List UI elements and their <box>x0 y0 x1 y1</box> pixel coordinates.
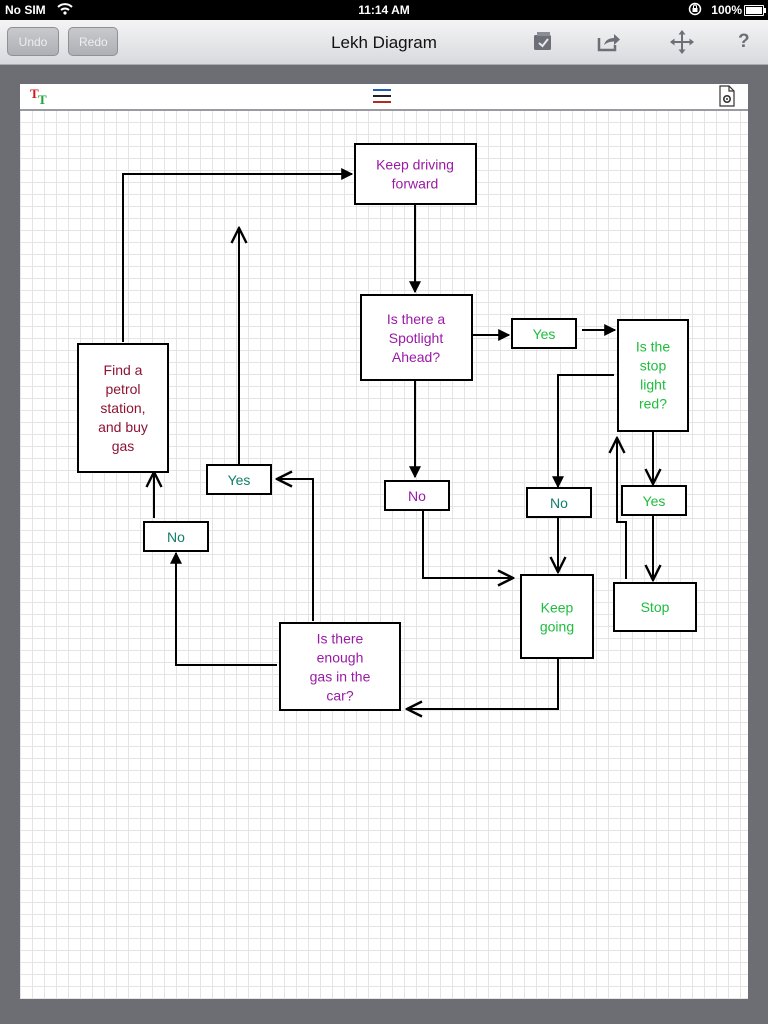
connectors <box>122 168 653 709</box>
connector-no-to-keep-going-2 <box>422 511 513 578</box>
node-box[interactable] <box>354 143 477 205</box>
node-box[interactable] <box>384 480 450 511</box>
node-box[interactable] <box>360 294 473 381</box>
node-label-yes-light: Yes <box>643 493 666 509</box>
connector-keep-going-to-gas <box>407 659 559 709</box>
carrier-label: No SIM <box>5 3 46 17</box>
wifi-icon <box>57 2 73 19</box>
undo-button[interactable]: Undo <box>7 27 59 56</box>
share-icon[interactable] <box>596 29 622 55</box>
rotation-lock-icon <box>688 2 702 19</box>
node-label-yes-spotlight: Yes <box>533 326 556 342</box>
text-style-icon[interactable]: T T <box>30 86 47 107</box>
connector-stop-to-stoplight <box>617 438 627 579</box>
node-label-no-gas: No <box>167 529 185 545</box>
node-box[interactable] <box>511 318 577 349</box>
node-box[interactable] <box>143 521 209 552</box>
node-box[interactable] <box>77 343 169 473</box>
move-icon[interactable] <box>669 29 695 55</box>
connector-stoplight-to-no <box>552 374 614 489</box>
page-title: Lekh Diagram <box>331 33 437 52</box>
battery-icon <box>744 5 766 16</box>
node-box[interactable] <box>613 582 697 632</box>
node-label-no-light: No <box>550 495 568 511</box>
library-icon[interactable] <box>530 29 556 55</box>
canvas-toolbar: T T <box>20 84 748 111</box>
connector-gas-to-no <box>170 551 277 666</box>
node-box[interactable] <box>206 464 272 495</box>
connector-gas-to-yes <box>277 479 314 621</box>
page-settings-icon[interactable] <box>717 85 737 112</box>
nav-bar: Undo Redo Lekh Diagram ? <box>0 20 768 65</box>
battery-percent: 100% <box>711 3 742 17</box>
node-box[interactable] <box>520 574 594 659</box>
menu-icon[interactable] <box>372 87 392 110</box>
status-time: 11:14 AM <box>358 3 410 17</box>
node-label-stop: Stop <box>641 599 670 615</box>
node-label-yes-gas: Yes <box>228 472 251 488</box>
node-box[interactable] <box>526 487 592 518</box>
status-bar: No SIM 11:14 AM 100% <box>0 0 768 20</box>
help-icon[interactable]: ? <box>738 31 750 52</box>
redo-button[interactable]: Redo <box>68 27 118 56</box>
connector-petrol-to-keep-driving <box>122 168 354 342</box>
node-box[interactable] <box>279 622 401 711</box>
node-box[interactable] <box>621 485 687 516</box>
node-box[interactable] <box>617 319 689 432</box>
node-label-no-spotlight: No <box>408 488 426 504</box>
